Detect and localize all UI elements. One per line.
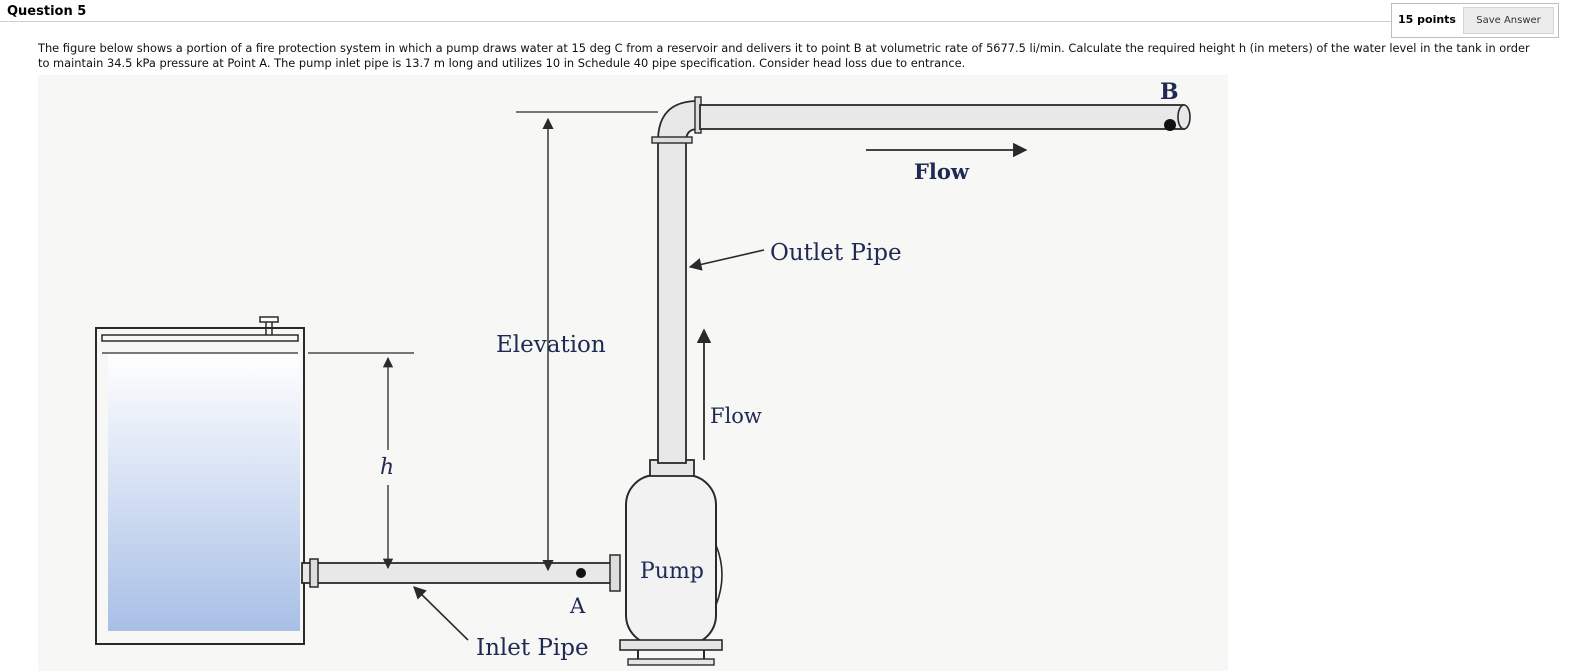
flow-vertical-label: Flow: [710, 404, 762, 428]
flow-top-label: Flow: [914, 159, 970, 184]
save-answer-button[interactable]: Save Answer: [1463, 7, 1554, 34]
question-text: The figure below shows a portion of a fi…: [38, 41, 1530, 70]
outlet-pipe-label: Outlet Pipe: [770, 240, 902, 266]
h-label: h: [380, 455, 394, 480]
inlet-pipe-leader: [413, 586, 469, 641]
point-b-label: B: [1160, 79, 1179, 105]
header-divider: [0, 21, 1392, 22]
elevation-dimension: [516, 111, 658, 572]
point-a-marker: [576, 568, 586, 578]
question-header: Question 5 15 points Save Answer: [0, 0, 1570, 40]
tank-water: [108, 353, 300, 631]
pump-label: Pump: [640, 559, 704, 584]
outlet-pipe-leader: [688, 249, 765, 271]
points-box: 15 points Save Answer: [1391, 3, 1559, 38]
tank-flange: [309, 558, 319, 588]
elevation-label: Elevation: [496, 332, 606, 358]
h-dimension: [308, 352, 414, 570]
pump-inlet-flange: [609, 554, 621, 592]
point-a-label: A: [569, 594, 586, 618]
point-b-marker: [1164, 119, 1176, 131]
water-tank: [95, 316, 305, 645]
points-label: 15 points: [1398, 13, 1456, 26]
inlet-pipe-label: Inlet Pipe: [476, 635, 589, 661]
outlet-pipe: [651, 96, 1191, 464]
inlet-pipe: [301, 554, 621, 592]
tank-vent-icon: [259, 316, 279, 323]
question-title: Question 5: [7, 4, 87, 19]
pump: [619, 459, 723, 666]
fire-protection-figure: B Flow Outlet Pipe Elevation Flow h Pump…: [38, 75, 1228, 671]
